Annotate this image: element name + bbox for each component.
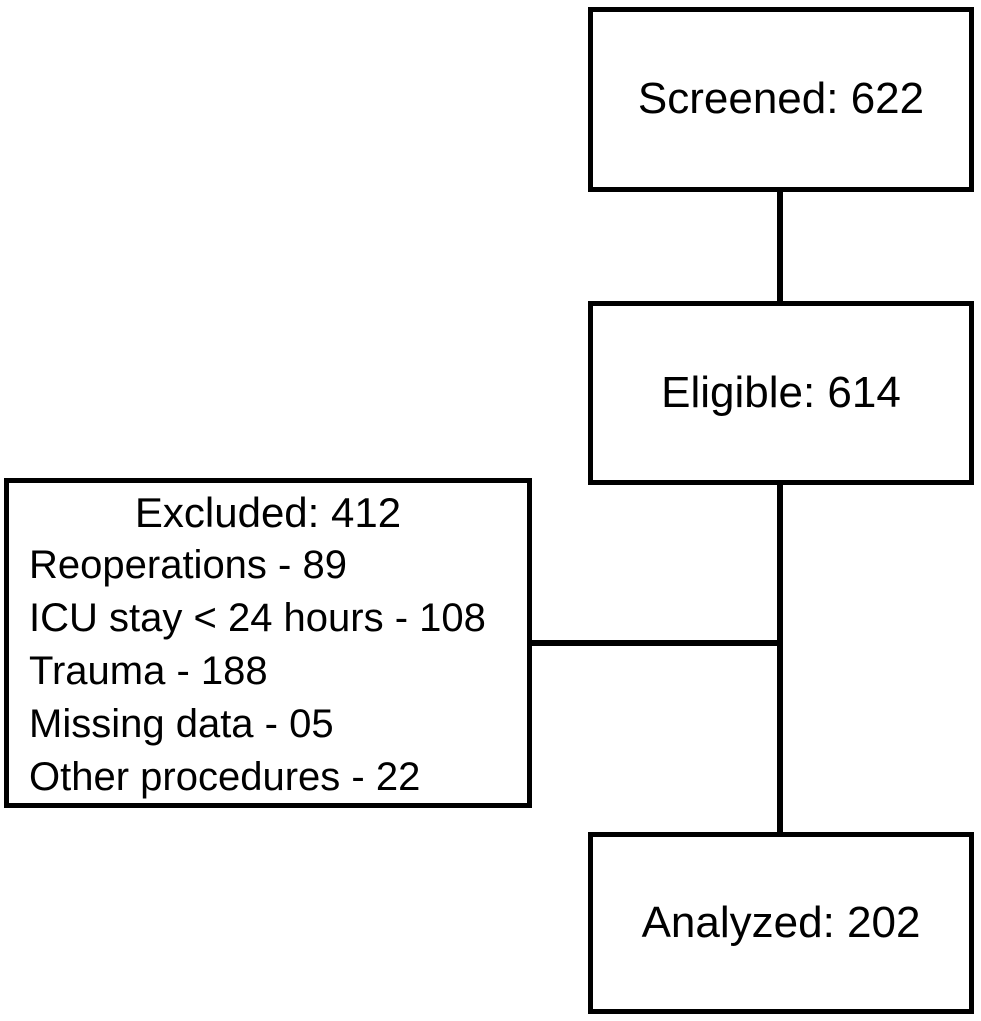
screened-box: Screened: 622 [588,7,974,192]
excluded-item-trauma: Trauma - 188 [29,649,268,693]
eligible-box: Eligible: 614 [588,301,974,485]
connector-eligible-to-analyzed [777,485,783,832]
excluded-item-reoperations: Reoperations - 89 [29,543,347,587]
excluded-item-icu-stay: ICU stay < 24 hours - 108 [29,596,486,640]
eligible-label: Eligible: 614 [661,367,901,417]
analyzed-label: Analyzed: 202 [641,897,921,947]
connector-screened-to-eligible [777,192,783,301]
screened-label: Screened: 622 [637,74,925,124]
excluded-item-other-procedures: Other procedures - 22 [29,755,421,799]
connector-excluded-branch [532,640,783,646]
excluded-item-missing-data: Missing data - 05 [29,702,334,746]
excluded-box: Excluded: 412 Reoperations - 89 ICU stay… [4,478,532,808]
excluded-title: Excluded: 412 [134,489,402,536]
analyzed-box: Analyzed: 202 [588,832,974,1014]
